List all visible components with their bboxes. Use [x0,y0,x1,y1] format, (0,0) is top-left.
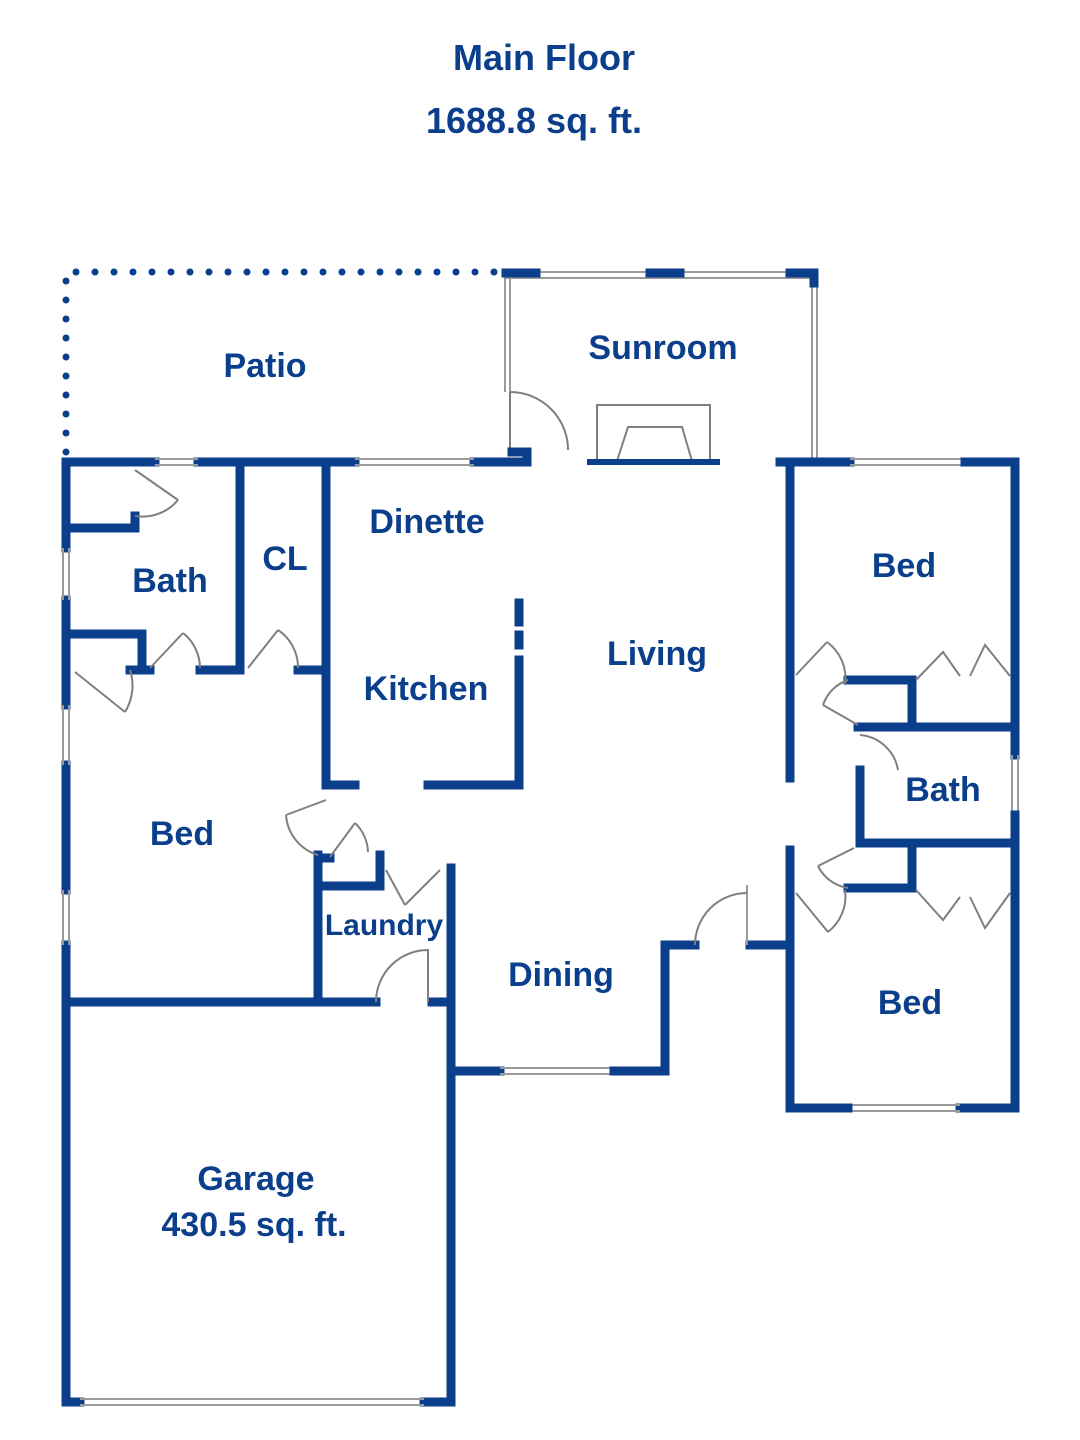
patio-outline [62,268,498,464]
room-label-bed-right-top: Bed [872,547,936,585]
room-label-laundry: Laundry [325,909,444,942]
sunroom-door [509,391,569,451]
room-label-sunroom: Sunroom [588,329,737,367]
room-label-bath-right: Bath [905,771,981,809]
room-label-bed-left: Bed [150,815,214,853]
sunroom-walls [501,268,819,465]
room-label-garage-area: 430.5 sq. ft. [161,1206,346,1244]
floor-title: Main Floor [453,37,635,78]
room-label-garage: Garage [197,1160,314,1198]
walls [61,447,1020,1407]
room-label-living: Living [607,635,707,673]
doors [74,469,1011,1003]
room-label-bath-left: Bath [132,562,208,600]
room-label-closet: CL [262,540,307,578]
room-label-bed-right-bottom: Bed [878,984,942,1022]
fireplace-icon [587,404,720,465]
room-label-dinette: Dinette [369,503,484,541]
room-label-dining: Dining [508,956,614,994]
floor-area: 1688.8 sq. ft. [426,100,642,141]
room-label-patio: Patio [223,347,306,385]
room-label-kitchen: Kitchen [364,670,489,708]
